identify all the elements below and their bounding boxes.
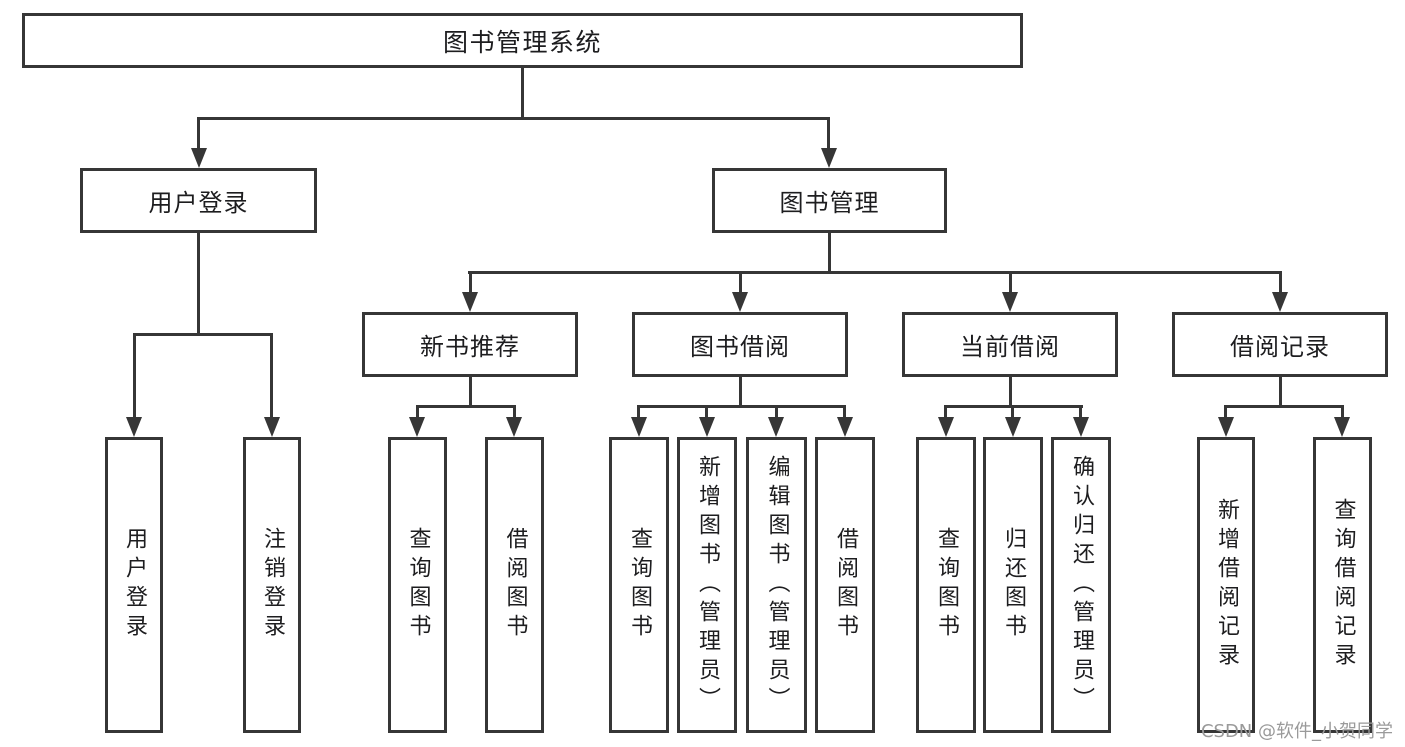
node-leaf-add-borrow-record: 新增借阅记录 (1197, 437, 1255, 733)
arrowhead-down-icon (768, 417, 784, 437)
connector-line (469, 271, 472, 294)
connector-line (637, 405, 640, 419)
connector-line (133, 333, 273, 336)
node-leaf-query-borrow-record: 查询借阅记录 (1313, 437, 1372, 733)
connector-line (1341, 405, 1344, 419)
node-leaf-add-books-admin: 新增图书（管理员） (677, 437, 737, 733)
node-label: 归还图书 (1001, 527, 1026, 643)
node-label: 确认归还（管理员） (1069, 454, 1094, 716)
node-label: 用户登录 (148, 189, 249, 217)
node-leaf-query-books-borrowing: 查询图书 (609, 437, 669, 733)
connector-line (827, 117, 830, 150)
connector-line (513, 405, 516, 419)
node-label: 借阅图书 (502, 527, 528, 643)
arrowhead-down-icon (732, 292, 748, 312)
connector-line (1224, 405, 1227, 419)
connector-line (521, 68, 524, 120)
node-label: 查询图书 (934, 527, 959, 643)
connector-line (705, 405, 708, 419)
arrowhead-down-icon (126, 417, 142, 437)
connector-line (1279, 271, 1282, 294)
node-label: 图书管理 (779, 189, 880, 217)
connector-line (469, 377, 472, 407)
arrowhead-down-icon (1073, 417, 1089, 437)
node-label: 注销登录 (260, 527, 285, 643)
connector-line (1009, 377, 1012, 407)
connector-line (1079, 405, 1082, 419)
connector-line (1224, 405, 1344, 408)
connector-line (468, 271, 1282, 274)
connector-line (1279, 377, 1282, 407)
arrowhead-down-icon (409, 417, 425, 437)
connector-line (1011, 405, 1014, 419)
connector-line (944, 405, 947, 419)
csdn-watermark: CSDN @软件_小贺同学 (1200, 721, 1393, 742)
arrowhead-down-icon (938, 417, 954, 437)
node-leaf-user-login: 用户登录 (105, 437, 163, 733)
node-leaf-edit-books-admin: 编辑图书（管理员） (746, 437, 807, 733)
node-book-borrowing: 图书借阅 (632, 312, 848, 377)
connector-line (197, 117, 830, 120)
arrowhead-down-icon (837, 417, 853, 437)
node-label: 图书管理系统 (442, 27, 602, 57)
arrowhead-down-icon (462, 292, 478, 312)
arrowhead-down-icon (1218, 417, 1234, 437)
node-leaf-borrow-books-recommend: 借阅图书 (485, 437, 544, 733)
connector-line (843, 405, 846, 419)
node-borrowing-records: 借阅记录 (1172, 312, 1388, 377)
node-leaf-return-books: 归还图书 (983, 437, 1043, 733)
node-leaf-confirm-return-admin: 确认归还（管理员） (1051, 437, 1111, 733)
connector-line (197, 233, 200, 335)
connector-line (416, 405, 516, 408)
node-label: 用户登录 (122, 527, 147, 643)
node-label: 新书推荐 (420, 333, 520, 361)
arrowhead-down-icon (1334, 417, 1350, 437)
arrowhead-down-icon (191, 148, 207, 168)
arrowhead-down-icon (264, 417, 280, 437)
node-leaf-borrow-books-borrowing: 借阅图书 (815, 437, 875, 733)
node-label: 查询图书 (627, 527, 652, 643)
connector-line (197, 117, 200, 150)
connector-line (1009, 271, 1012, 294)
node-label: 编辑图书（管理员） (764, 454, 790, 716)
connector-line (739, 377, 742, 407)
node-label: 查询图书 (405, 527, 431, 643)
connector-line (416, 405, 419, 419)
connector-line (739, 271, 742, 294)
node-new-book-recommendation: 新书推荐 (362, 312, 578, 377)
node-leaf-logout: 注销登录 (243, 437, 301, 733)
node-label: 新增借阅记录 (1214, 498, 1239, 672)
arrowhead-down-icon (1005, 417, 1021, 437)
connector-line (775, 405, 778, 419)
node-current-borrowing: 当前借阅 (902, 312, 1118, 377)
node-label: 当前借阅 (960, 333, 1060, 361)
node-user-login: 用户登录 (80, 168, 317, 233)
arrowhead-down-icon (506, 417, 522, 437)
connector-line (637, 405, 846, 408)
node-library-management-system: 图书管理系统 (22, 13, 1023, 68)
node-label: 查询借阅记录 (1330, 498, 1356, 672)
node-label: 借阅图书 (833, 527, 858, 643)
arrowhead-down-icon (1002, 292, 1018, 312)
node-leaf-query-books-current: 查询图书 (916, 437, 976, 733)
arrowhead-down-icon (699, 417, 715, 437)
arrowhead-down-icon (821, 148, 837, 168)
node-label: 新增图书（管理员） (695, 454, 720, 716)
arrowhead-down-icon (1272, 292, 1288, 312)
node-label: 借阅记录 (1230, 333, 1330, 361)
node-leaf-query-books-recommend: 查询图书 (388, 437, 447, 733)
arrowhead-down-icon (631, 417, 647, 437)
connector-line (828, 233, 831, 274)
node-label: 图书借阅 (690, 333, 790, 361)
connector-line (133, 333, 136, 419)
node-book-management: 图书管理 (712, 168, 947, 233)
connector-line (270, 333, 273, 419)
